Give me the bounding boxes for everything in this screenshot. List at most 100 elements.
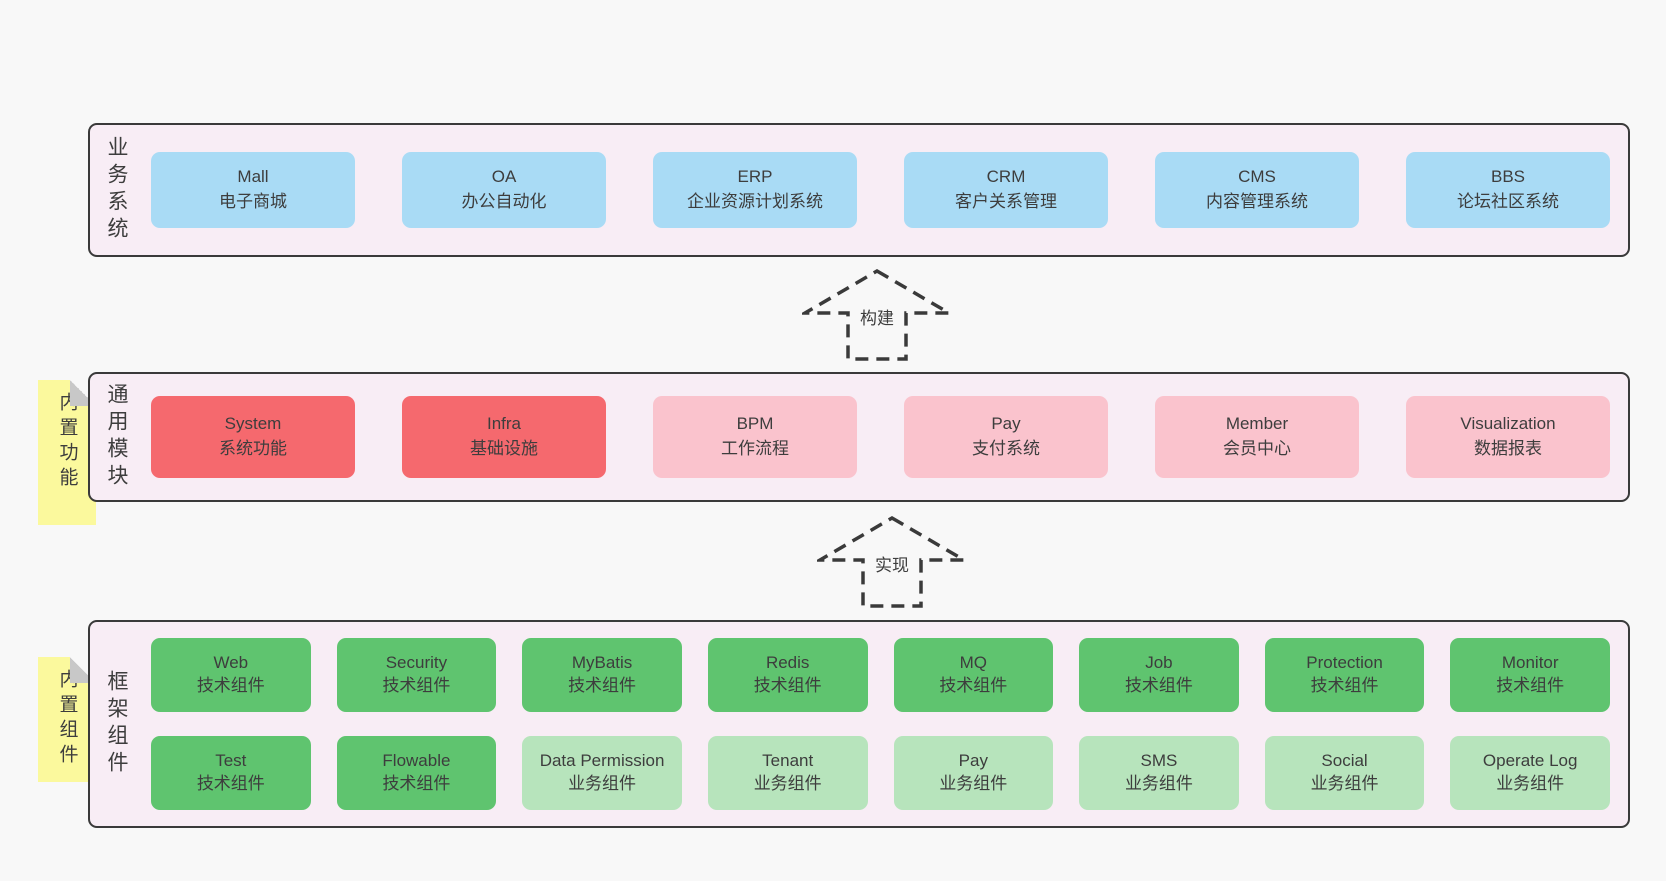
box-title: SMS: [1140, 751, 1178, 771]
box-system: System 系统功能: [151, 396, 355, 478]
box-subtitle: 业务组件: [568, 774, 637, 793]
box-title: Flowable: [382, 751, 451, 771]
box-title: ERP: [737, 167, 773, 187]
box-mq: MQ 技术组件: [893, 638, 1054, 712]
box-title: OA: [491, 167, 517, 187]
box-title: BBS: [1490, 167, 1526, 187]
box-title: CRM: [986, 167, 1026, 187]
box-subtitle: 会员中心: [1223, 439, 1291, 458]
box-protection: Protection 技术组件: [1264, 638, 1425, 712]
box-title: CMS: [1238, 167, 1276, 187]
box-operate-log: Operate Log 业务组件: [1450, 736, 1610, 810]
box-bbs: BBS 论坛社区系统: [1406, 152, 1610, 228]
box-tenant: Tenant 业务组件: [707, 736, 868, 810]
box-title: Tenant: [762, 751, 814, 771]
box-title: Member: [1225, 414, 1289, 434]
components-grid: Web 技术组件 Security 技术组件 MyBatis 技术组件 Redi…: [151, 638, 1610, 810]
layer-business-systems: 业务系统 Mall 电子商城 OA 办公自动化 ERP 企业资源计划系统 CRM…: [88, 123, 1630, 257]
box-crm: CRM 客户关系管理: [904, 152, 1108, 228]
box-subtitle: 技术组件: [568, 676, 637, 695]
box-test: Test 技术组件: [151, 736, 311, 810]
box-title: Job: [1145, 653, 1173, 673]
box-subtitle: 技术组件: [753, 676, 822, 695]
box-subtitle: 业务组件: [939, 774, 1008, 793]
box-bpm: BPM 工作流程: [653, 396, 857, 478]
box-title: Data Permission: [539, 751, 665, 771]
box-security: Security 技术组件: [336, 638, 497, 712]
box-flowable: Flowable 技术组件: [336, 736, 497, 810]
box-title: System: [224, 414, 282, 434]
box-title: Test: [215, 751, 247, 771]
box-erp: ERP 企业资源计划系统: [653, 152, 857, 228]
box-job: Job 技术组件: [1079, 638, 1239, 712]
box-title: Web: [213, 653, 249, 673]
box-title: Pay: [958, 751, 988, 771]
box-subtitle: 电子商城: [219, 192, 287, 211]
modules-box-row: System 系统功能 Infra 基础设施 BPM 工作流程 Pay 支付系统…: [151, 396, 1610, 478]
box-social: Social 业务组件: [1264, 736, 1425, 810]
box-title: Pay: [991, 414, 1021, 434]
box-infra: Infra 基础设施: [402, 396, 606, 478]
box-subtitle: 技术组件: [1496, 676, 1565, 695]
box-subtitle: 业务组件: [1310, 774, 1379, 793]
box-title: Operate Log: [1482, 751, 1578, 771]
box-pay-business: Pay 业务组件: [893, 736, 1054, 810]
box-title: Redis: [765, 653, 810, 673]
box-subtitle: 基础设施: [470, 439, 538, 458]
box-subtitle: 技术组件: [1310, 676, 1379, 695]
box-sms: SMS 业务组件: [1079, 736, 1239, 810]
box-subtitle: 企业资源计划系统: [687, 192, 823, 211]
box-title: MyBatis: [571, 653, 633, 673]
box-subtitle: 系统功能: [219, 439, 287, 458]
box-title: Security: [385, 653, 448, 673]
box-subtitle: 技术组件: [1124, 676, 1193, 695]
box-subtitle: 业务组件: [753, 774, 822, 793]
sticky-note-label: 内置功能: [56, 392, 78, 492]
box-cms: CMS 内容管理系统: [1155, 152, 1359, 228]
box-member: Member 会员中心: [1155, 396, 1359, 478]
box-subtitle: 内容管理系统: [1206, 192, 1308, 211]
box-pay: Pay 支付系统: [904, 396, 1108, 478]
box-subtitle: 业务组件: [1496, 774, 1565, 793]
box-title: Mall: [237, 167, 269, 187]
box-title: Monitor: [1501, 653, 1559, 673]
box-redis: Redis 技术组件: [707, 638, 868, 712]
box-title: BPM: [736, 414, 774, 434]
business-box-row: Mall 电子商城 OA 办公自动化 ERP 企业资源计划系统 CRM 客户关系…: [151, 152, 1610, 228]
box-subtitle: 支付系统: [972, 439, 1040, 458]
box-web: Web 技术组件: [151, 638, 311, 712]
box-title: Protection: [1306, 653, 1383, 673]
box-monitor: Monitor 技术组件: [1450, 638, 1610, 712]
implement-arrow-label: 实现: [872, 551, 912, 576]
implement-arrow: 实现: [817, 515, 967, 609]
box-subtitle: 办公自动化: [461, 192, 547, 211]
box-subtitle: 工作流程: [721, 439, 789, 458]
box-subtitle: 数据报表: [1474, 439, 1542, 458]
box-subtitle: 技术组件: [382, 774, 451, 793]
box-title: Visualization: [1460, 414, 1556, 434]
box-data-permission: Data Permission 业务组件: [522, 736, 682, 810]
sticky-note-builtin-components: 内置组件: [38, 657, 96, 782]
box-visualization: Visualization 数据报表: [1406, 396, 1610, 478]
box-title: Social: [1321, 751, 1368, 771]
box-subtitle: 客户关系管理: [955, 192, 1057, 211]
layer-framework-components: 框架组件 Web 技术组件 Security 技术组件 MyBatis 技术组件…: [88, 620, 1630, 828]
layer-common-modules: 通用模块 System 系统功能 Infra 基础设施 BPM 工作流程 Pay…: [88, 372, 1630, 502]
layer-label-business: 业务系统: [105, 136, 128, 244]
sticky-note-builtin-features: 内置功能: [38, 380, 96, 525]
sticky-note-label: 内置组件: [56, 669, 78, 769]
box-subtitle: 技术组件: [939, 676, 1008, 695]
box-subtitle: 技术组件: [196, 676, 265, 695]
box-title: Infra: [486, 414, 522, 434]
box-mybatis: MyBatis 技术组件: [522, 638, 682, 712]
box-subtitle: 论坛社区系统: [1457, 192, 1559, 211]
box-subtitle: 技术组件: [382, 676, 451, 695]
box-subtitle: 技术组件: [196, 774, 265, 793]
layer-label-components: 框架组件: [105, 670, 128, 778]
box-title: MQ: [959, 653, 987, 673]
build-arrow-label: 构建: [857, 304, 897, 329]
box-mall: Mall 电子商城: [151, 152, 355, 228]
build-arrow: 构建: [802, 268, 952, 362]
box-subtitle: 业务组件: [1124, 774, 1193, 793]
